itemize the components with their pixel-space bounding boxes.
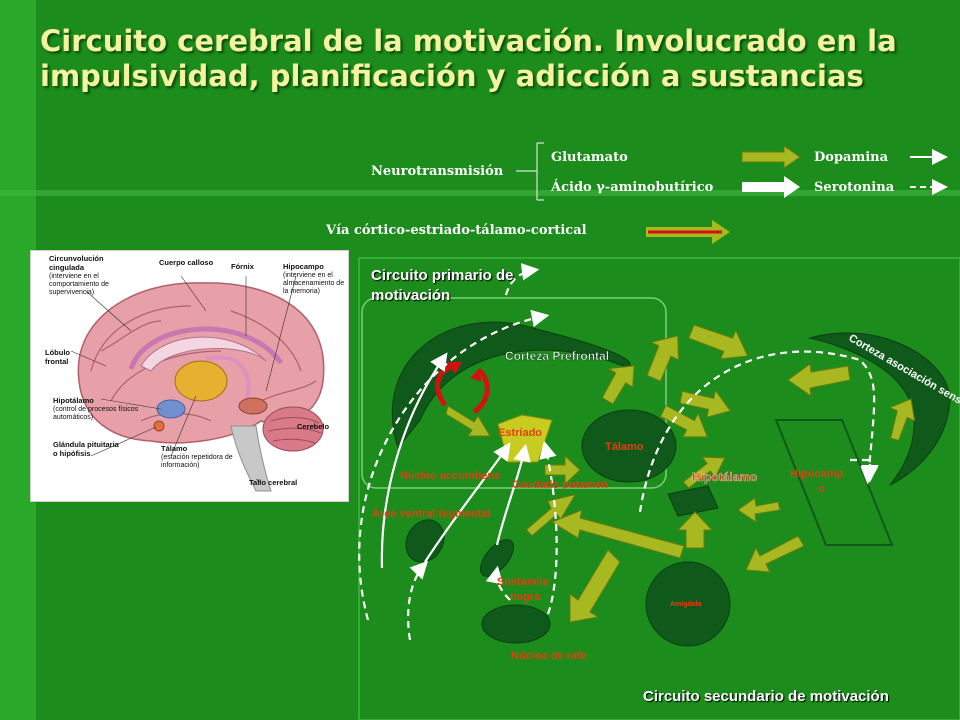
nucleo-rafe-label: Núcleo de rafe xyxy=(511,650,587,662)
brain-label-cuerpo-calloso: Cuerpo calloso xyxy=(159,258,214,267)
estriado-label: Estriado xyxy=(498,427,542,439)
association-cortex-shape xyxy=(808,332,951,486)
legend-serotonina-label: Serotonina xyxy=(814,180,895,195)
sustancia-label-2: negra xyxy=(510,591,541,603)
legend-gaba-arrow xyxy=(742,176,800,198)
brain-label-tallo: Tallo cerebral xyxy=(249,478,298,487)
secondary-circuit-title: Circuito secundario de motivación xyxy=(643,688,889,705)
area-ventral-shape xyxy=(405,519,445,563)
talamo-label: Tálamo xyxy=(605,441,644,453)
brain-label-cerebelo: Cerebelo xyxy=(297,422,330,431)
slide-title: Circuito cerebral de la motivación. Invo… xyxy=(40,24,897,93)
hipocampo-label-1: Hipocamp xyxy=(790,468,843,480)
hipocampo-shape xyxy=(774,419,894,546)
brain-label-lobulo: Lóbulo frontal xyxy=(45,348,70,366)
legend-heading: Neurotransmisión xyxy=(371,164,504,179)
hipocampo-label-2: o xyxy=(818,483,825,495)
brain-illustration xyxy=(70,275,325,492)
amigdala-shape xyxy=(645,561,731,647)
corteza-prefrontal-label: Corteza Prefrontal xyxy=(505,349,609,363)
brain-label-hipotalamo: Hipotálamo(control de procesos físicos a… xyxy=(53,396,139,422)
brain-illustration-panel: Circunvolución cingulada(interviene en e… xyxy=(30,250,349,502)
nucleo-rafe-shape xyxy=(481,604,551,644)
primary-circuit-title: Circuito primario de motivación xyxy=(371,267,514,304)
legend-glutamato-arrow xyxy=(741,145,801,169)
serotonin-arrows xyxy=(358,263,878,641)
brain-label-hipocampo: Hipocampo(interviene en el almacenamient… xyxy=(283,262,345,296)
brain-label-glandula: Glándula pituitaria o hipófisis xyxy=(53,440,119,458)
amigdala-label: Amígdala xyxy=(670,601,702,608)
hipotalamo-label: Hipotálamo xyxy=(692,470,757,484)
brain-label-circunvolucion: Circunvolución cingulada(interviene en e… xyxy=(49,254,109,297)
legend-glutamato-label: Glutamato xyxy=(551,150,628,165)
legend-dopamina-label: Dopamina xyxy=(814,150,889,165)
secondary-circuit-frame xyxy=(358,257,960,720)
legend-graphics xyxy=(516,142,948,244)
legend-pathway-label: Vía córtico-estriado-tálamo-cortical xyxy=(326,223,587,238)
caudado-putamen-label: Caudado putamen xyxy=(512,479,608,491)
brain-label-fornix: Fórnix xyxy=(231,262,254,271)
background-band-top xyxy=(0,190,960,196)
area-ventral-label: Área ventral tegmental xyxy=(372,507,491,520)
brain-label-talamo: Tálamo(estación repetidora de informació… xyxy=(161,444,233,470)
hipotalamo-shape xyxy=(667,485,719,517)
glutamate-arrows xyxy=(445,324,916,623)
legend-gaba-label: Ácido γ-aminobutírico xyxy=(551,180,714,195)
prefrontal-cortex-shape xyxy=(391,321,631,450)
sustancia-label-1: Sustancia xyxy=(497,576,550,588)
nucleo-accumbens-label: Núcleo accumbens xyxy=(400,470,500,482)
